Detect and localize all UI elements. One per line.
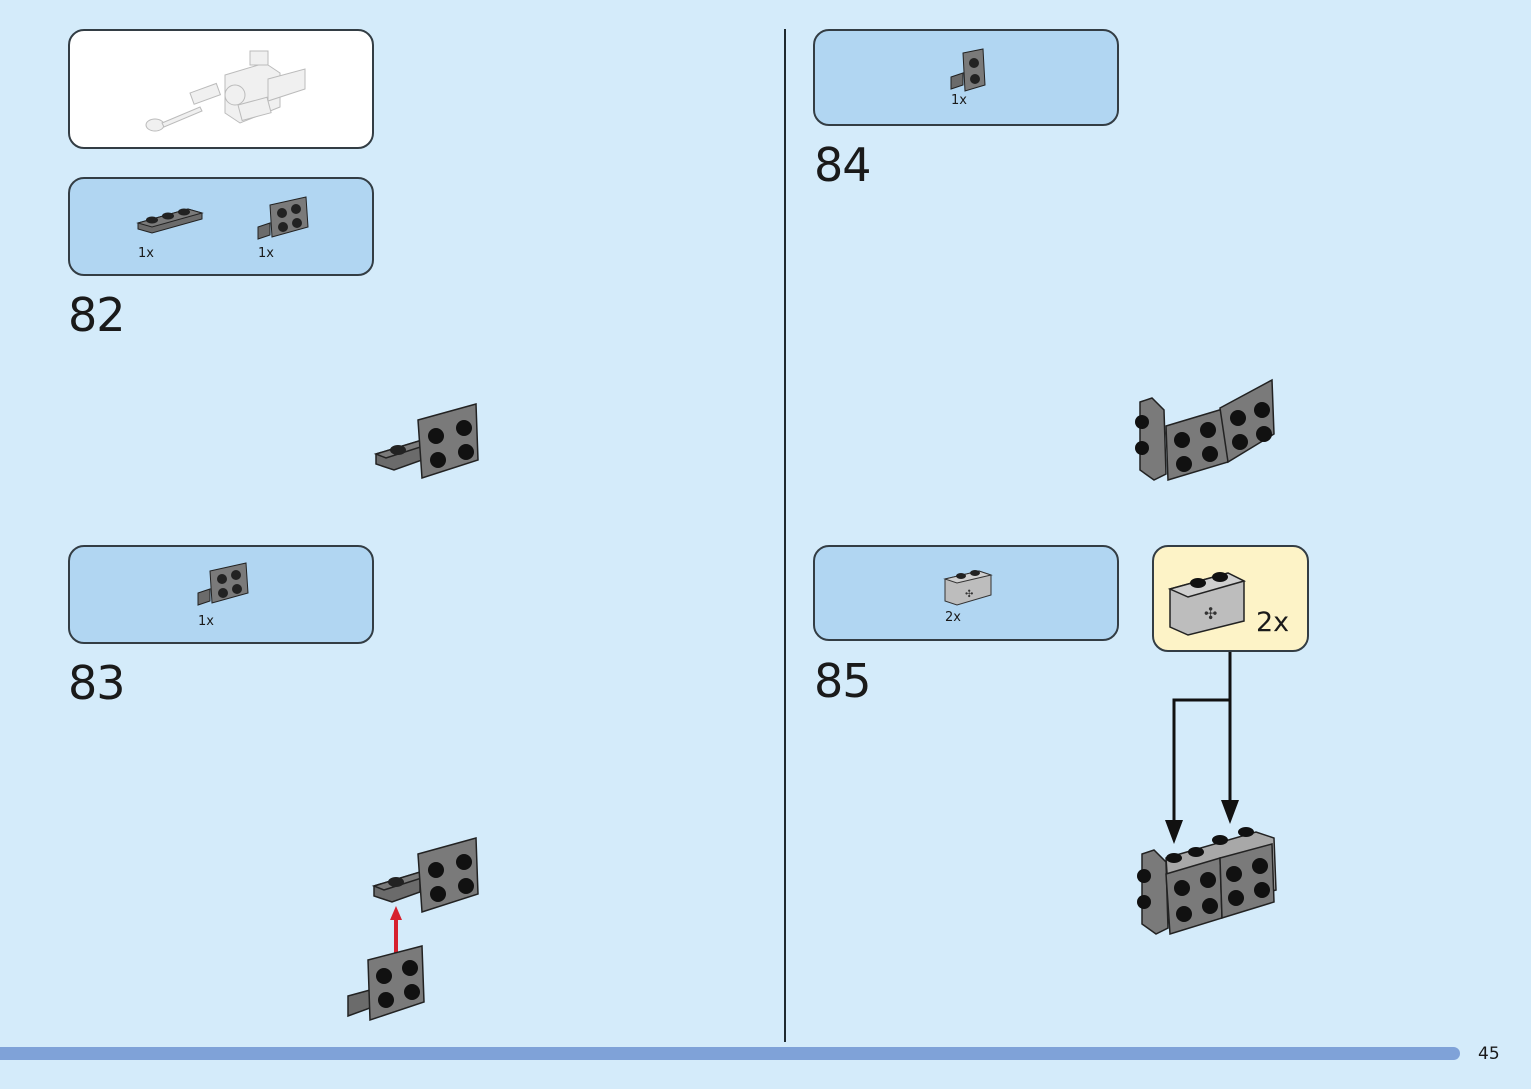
step-84-parts-callout: 1x [813, 29, 1119, 126]
part-quantity: 1x [198, 614, 214, 629]
technic-brick-1x2-axle-hole-light-gray-icon: ✣ [943, 570, 993, 606]
red-arrow-icon [390, 906, 402, 954]
part-quantity: 1x [951, 93, 967, 108]
page-number: 45 [1478, 1044, 1500, 1064]
step-82-bracket-assembly-icon [373, 403, 479, 480]
step-85-parts-callout: ✣ 2x [813, 545, 1119, 641]
bracket-1x2-2x2-dark-gray-icon [257, 196, 309, 240]
technic-brick-1x2-axle-hole-light-gray-icon: ✣ [1167, 572, 1247, 636]
subassembly-preview-box [68, 29, 374, 149]
svg-text:✣: ✣ [1204, 604, 1217, 623]
step-82-parts-callout: 1x 1x [68, 177, 374, 276]
step-84-bracket-assembly-icon [1135, 378, 1275, 481]
page-divider [784, 29, 786, 1042]
svg-text:✣: ✣ [965, 589, 973, 600]
step-85-subassembly-callout: ✣ 2x [1152, 545, 1309, 652]
plate-1x3-dark-gray-icon [136, 208, 204, 234]
subassembly-pointer-lines-icon [1165, 652, 1239, 844]
part-quantity: 1x [258, 246, 274, 261]
subassembly-quantity: 2x [1256, 607, 1290, 638]
bracket-1x2-2x2-dark-gray-icon [197, 562, 249, 606]
assembled-cannon-model-icon [145, 50, 306, 132]
step-number-82: 82 [68, 288, 126, 342]
step-number-84: 84 [814, 138, 872, 192]
step-number-83: 83 [68, 656, 126, 710]
step-85-brick-assembly-icon [1137, 827, 1277, 935]
bracket-1x2-1x2-dark-gray-icon [950, 48, 986, 92]
step-number-85: 85 [814, 654, 872, 708]
step-83-bracket-assembly-icon [347, 837, 479, 1022]
part-quantity: 1x [138, 246, 154, 261]
step-83-parts-callout: 1x [68, 545, 374, 644]
part-quantity: 2x [945, 610, 961, 625]
page-progress-bar [0, 1047, 1460, 1060]
